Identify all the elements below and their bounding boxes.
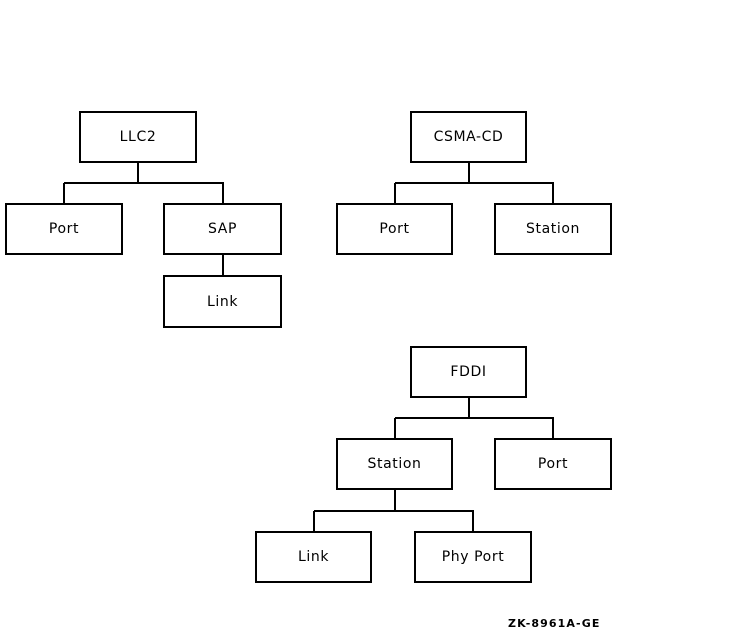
connector-drop-fddi_station [393, 418, 396, 438]
node-label: CSMA-CD [433, 129, 504, 145]
node-csmacd_port: Port [336, 203, 453, 255]
node-label: FDDI [450, 364, 487, 380]
node-label: SAP [208, 221, 237, 237]
node-fddi_phyport: Phy Port [414, 531, 532, 583]
connector-stem-fddi [467, 398, 470, 418]
node-label: Phy Port [441, 549, 505, 565]
node-label: LLC2 [119, 129, 157, 145]
node-llc2_sap: SAP [163, 203, 282, 255]
figure-id-label: ZK-8961A-GE [508, 617, 601, 630]
connector-drop-fddi_port [552, 418, 554, 438]
node-fddi_link: Link [255, 531, 372, 583]
connector-bus-fddi_station [313, 510, 474, 512]
node-label: Port [537, 456, 569, 472]
connector-drop-llc2_sap [221, 183, 224, 203]
node-label: Port [379, 221, 410, 237]
connector-stem-csmacd [467, 163, 470, 183]
node-label: Port [48, 221, 80, 237]
node-fddi_port: Port [494, 438, 612, 490]
connector-bus-fddi [394, 417, 554, 419]
connector-drop-csmacd_station [552, 183, 554, 203]
node-llc2: LLC2 [79, 111, 197, 163]
connector-bus-csmacd [394, 182, 554, 184]
connector-stem-llc2 [137, 163, 139, 183]
node-label: Link [297, 549, 330, 565]
node-fddi_station: Station [336, 438, 453, 490]
node-csmacd_station: Station [494, 203, 612, 255]
node-label: Link [206, 293, 239, 310]
node-llc2_link: Link [163, 275, 282, 328]
node-label: Station [526, 221, 580, 237]
node-fddi: FDDI [410, 346, 527, 398]
connector-drop-fddi_link [312, 511, 315, 531]
node-label: Station [367, 456, 422, 472]
connector-stem-fddi_station [393, 490, 396, 511]
connector-drop-llc2_port [63, 183, 65, 203]
connector-llc2_sap-to-llc2_link [221, 255, 224, 275]
node-csmacd: CSMA-CD [410, 111, 527, 163]
connector-bus-llc2 [64, 182, 224, 184]
connector-drop-fddi_phyport [472, 511, 474, 531]
connector-drop-csmacd_port [393, 183, 396, 203]
node-llc2_port: Port [5, 203, 123, 255]
